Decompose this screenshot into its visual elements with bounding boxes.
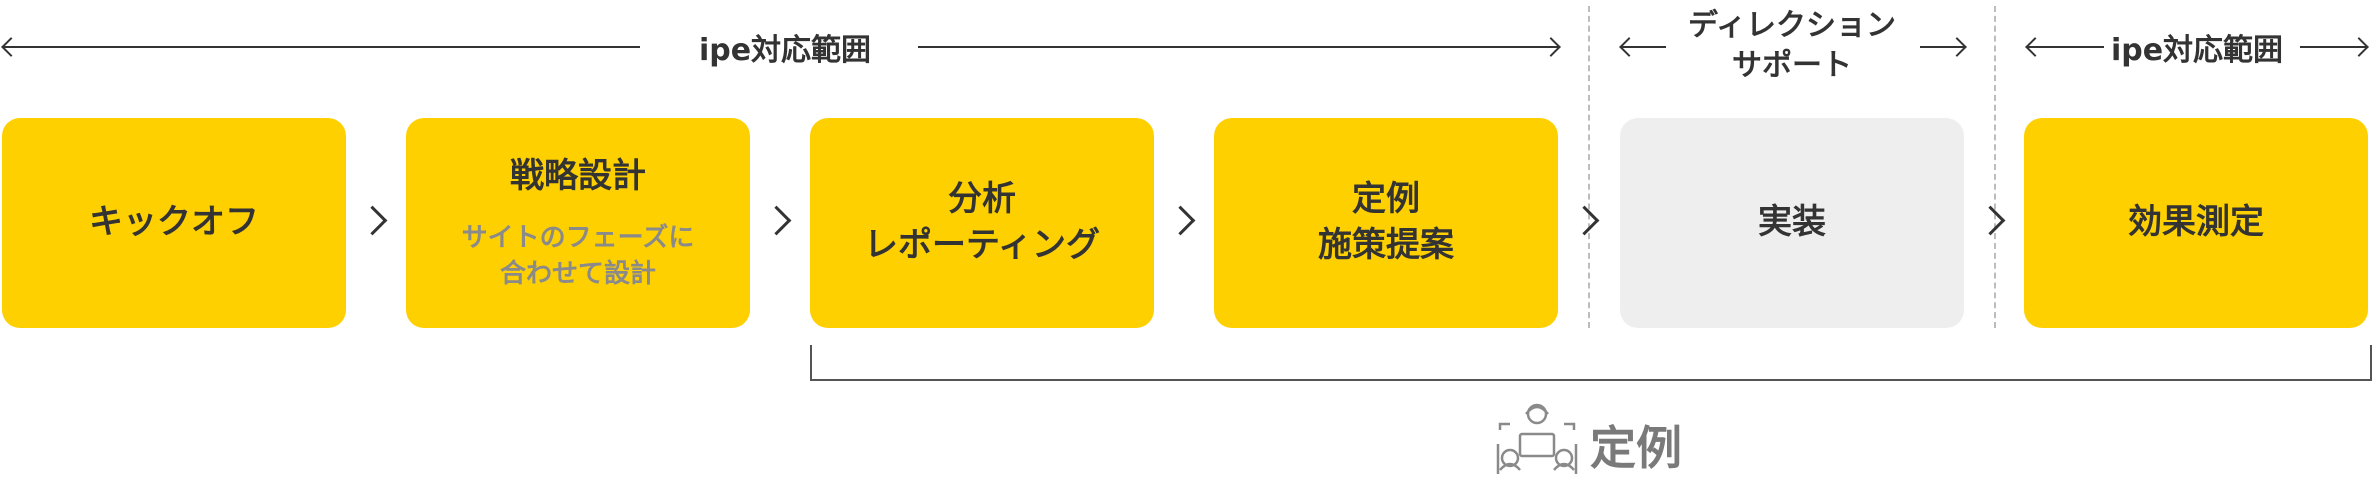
direction-line-left [1622,46,1666,48]
separator-dashed-1 [1588,6,1590,328]
range-arrow-right [1541,37,1561,57]
chevron-right-icon [1165,205,1196,236]
range3-arrow-left [2025,37,2045,57]
range3-line-right [2300,46,2366,48]
step-title: キックオフ [89,202,259,243]
step-title: 実装 [1758,202,1826,243]
chevron-right-icon [357,205,388,236]
step-card-analysis: 分析 レポーティング [810,118,1154,328]
step-card-proposal: 定例 施策提案 [1214,118,1558,328]
step-title: 定例 施策提案 [1318,179,1454,265]
meeting-icon [1496,403,1578,474]
range-label-ipe-2: ipe対応範囲 [2104,22,2290,72]
chevron-right-icon [761,205,792,236]
direction-arrow-right [1947,37,1967,57]
range-line-right [918,46,1558,48]
direction-line-right [1920,46,1964,48]
range-label-ipe: ipe対応範囲 [660,22,910,72]
step-subtitle: サイトのフェーズに 合わせて設計 [461,222,695,289]
chevron-right-icon [1975,205,2006,236]
chevron-right-icon [1569,205,1600,236]
step-card-strategy: 戦略設計 サイトのフェーズに 合わせて設計 [406,118,750,328]
range3-line-left [2028,46,2104,48]
range-line-left [4,46,640,48]
step-title: 効果測定 [2128,202,2264,243]
legend-label-meeting: 定例 [1590,421,1682,475]
range3-arrow-right [2349,37,2369,57]
step-title: 戦略設計 [510,155,646,196]
direction-arrow-left [1619,37,1639,57]
range-label-direction: ディレクション サポート [1670,4,1914,88]
step-card-implementation: 実装 [1620,118,1964,328]
separator-dashed-2 [1994,6,1996,328]
step-card-measurement: 効果測定 [2024,118,2368,328]
range-arrow-left [1,37,21,57]
step-card-kickoff: キックオフ [2,118,346,328]
meeting-scope-bracket [810,345,2372,381]
step-title: 分析 レポーティング [864,179,1100,265]
